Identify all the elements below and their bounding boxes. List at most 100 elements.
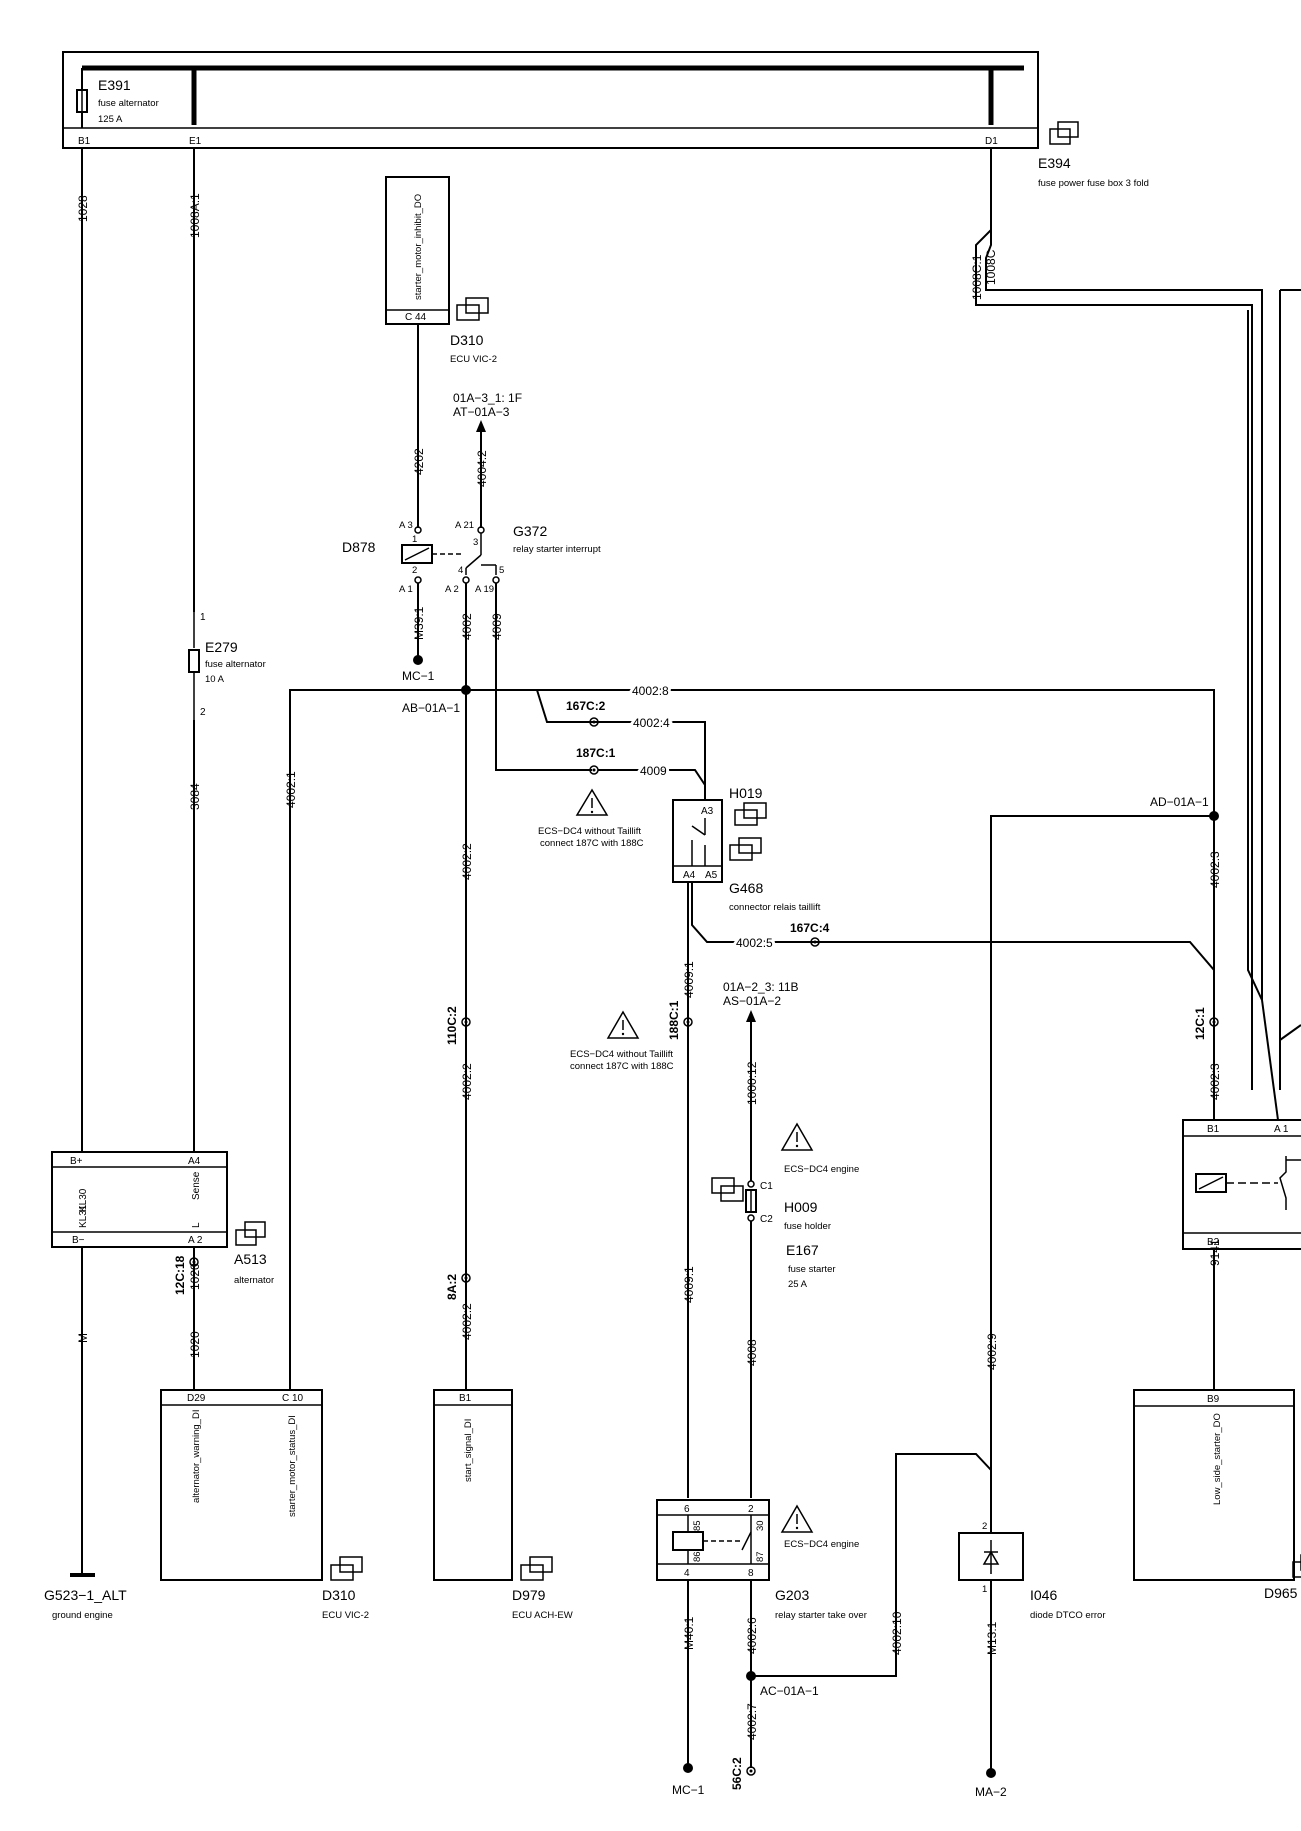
d310-top-ref: D310 <box>450 332 484 348</box>
wire-m: M <box>76 1333 90 1343</box>
terminal-ma2: MA−2 <box>975 1785 1007 1799</box>
wire-4009-1-a: 4009:1 <box>682 961 696 998</box>
connector-187c1: 187C:1 <box>576 746 616 760</box>
wire-4009: 4009 <box>490 613 504 640</box>
d310-top-desc: ECU VIC-2 <box>450 354 497 365</box>
g203-ref: G203 <box>775 1587 809 1603</box>
connector-167c4: 167C:4 <box>790 921 830 935</box>
wire-4002-5: 4002:5 <box>736 936 773 950</box>
d310-bottom-pin-c10: C 10 <box>282 1393 304 1404</box>
wire-4002: 4002 <box>460 613 474 640</box>
node-ac-01a-1-label: AC−01A−1 <box>760 1684 819 1698</box>
fusebox-component-icon <box>1049 121 1079 145</box>
wire-4002-1: 4002:1 <box>284 771 298 808</box>
g372-ref: G372 <box>513 523 547 539</box>
e167-rating: 25 A <box>788 1279 808 1290</box>
d878-ref: D878 <box>342 539 376 555</box>
ecu-d310-bottom: D29 C 10 alternator_warning_DI starter_m… <box>160 1389 323 1581</box>
right-relay-pin-b1: B1 <box>1207 1124 1220 1135</box>
wire-4002-2-c: 4002:2 <box>460 1303 474 1340</box>
g203-pin-2: 2 <box>748 1504 754 1515</box>
relay-g372: A 3 1 2 A 1 A 21 3 4 5 A 2 A 19 <box>399 520 504 595</box>
h009-desc: fuse holder <box>784 1221 831 1232</box>
ecu-d965: B9 Low_side_starter_DO <box>1133 1389 1295 1581</box>
d310-bottom-component-icon <box>330 1556 363 1581</box>
fuse-holder-icon <box>711 1177 744 1202</box>
d965-signal: Low_side_starter_DO <box>1212 1413 1223 1505</box>
h009-pin-c2: C2 <box>760 1214 773 1225</box>
wire-4002-3-a: 4002:3 <box>1208 851 1222 888</box>
wire-1008c: 1008C <box>984 249 998 285</box>
g468-pin-a4: A4 <box>683 870 696 881</box>
e167-ref: E167 <box>786 1242 819 1258</box>
warning-icon <box>780 1504 814 1533</box>
i046-pin1: 1 <box>982 1584 987 1595</box>
wire-m13-1: M13:1 <box>985 1621 999 1655</box>
alternator-a513: B+ A4 KL30 Sense KL31 L B− A 2 <box>51 1151 228 1248</box>
e391-pin-e1: E1 <box>189 136 202 147</box>
g523-ref: G523−1_ALT <box>44 1587 127 1603</box>
fuse-e279: 1 2 E279 fuse alternator 10 A <box>188 612 266 720</box>
d979-ref: D979 <box>512 1587 546 1603</box>
right-relay-pin-a1: A 1 <box>1274 1124 1289 1135</box>
ref2-line1: 01A−2_3: 11B <box>723 980 799 994</box>
e167-desc: fuse starter <box>788 1264 836 1275</box>
g372-pin-1: 1 <box>412 534 417 545</box>
connector-12c1: 12C:1 <box>1193 1007 1207 1040</box>
g372-pin-5: 5 <box>499 565 504 576</box>
a513-pin-a2: A 2 <box>188 1235 203 1246</box>
g468-pin-a5: A5 <box>705 870 718 881</box>
connector-g468: A3 A4 A5 <box>672 799 723 883</box>
d979-pin: B1 <box>459 1393 472 1404</box>
fuse-box-e391: E391 fuse alternator 125 A B1 E1 D1 <box>62 51 1039 149</box>
g468-pin-a3: A3 <box>701 806 714 817</box>
d310-bottom-desc: ECU VIC-2 <box>322 1610 369 1621</box>
g372-pin-a2: A 2 <box>445 584 459 595</box>
h009-ref: H009 <box>784 1199 818 1215</box>
wire-4004-2: 4004:2 <box>475 450 489 487</box>
ground-terminal-mc1-top <box>413 655 423 665</box>
node-ab-01a-1-label: AB−01A−1 <box>402 701 460 715</box>
g372-pin-a3: A 3 <box>399 520 413 531</box>
ecu-d310-top: starter_motor_inhibit_DO C 44 <box>385 176 450 325</box>
d310-bottom-sig1: alternator_warning_DI <box>191 1410 202 1503</box>
a513-desc: alternator <box>234 1275 274 1286</box>
g203-desc: relay starter take over <box>775 1610 867 1621</box>
wire-4002-7: 4002:7 <box>745 1703 759 1740</box>
a513-ref: A513 <box>234 1251 267 1267</box>
connector-110c2: 110C:2 <box>445 1006 459 1045</box>
wire-4009-b: 4009 <box>640 764 667 778</box>
i046-pin2: 2 <box>982 1521 987 1532</box>
wire-1000-12: 1000:12 <box>745 1061 759 1105</box>
a513-pin-bplus: B+ <box>70 1156 83 1167</box>
g468-ref: G468 <box>729 880 763 896</box>
d310-bottom-pin-d29: D29 <box>187 1393 206 1404</box>
wire-4002-9: 4002:9 <box>985 1333 999 1370</box>
g468-desc: connector relais taillift <box>729 902 821 913</box>
g523-desc: ground engine <box>52 1610 113 1621</box>
ref1-arrow-icon <box>476 420 486 432</box>
warning-icon <box>606 1010 640 1039</box>
wire-4202: 4202 <box>412 448 426 475</box>
d979-signal: start_signal_DI <box>463 1419 474 1482</box>
a513-pin-bminus: B− <box>72 1235 85 1246</box>
e279-desc: fuse alternator <box>205 659 266 670</box>
note-taillift-1-l2: connect 187C with 188C <box>540 838 644 849</box>
d965-component-icon <box>1292 1554 1301 1578</box>
h019-component-icon <box>729 802 767 861</box>
g203-pin-30: 30 <box>755 1520 766 1531</box>
terminal-mc1-top: MC−1 <box>402 669 435 683</box>
note-taillift-2-l2: connect 187C with 188C <box>570 1061 674 1072</box>
wire-3084: 3084 <box>188 783 202 810</box>
ground-terminal-mc1-bottom <box>683 1763 693 1773</box>
terminal-mc1-bottom: MC−1 <box>672 1783 705 1797</box>
ref1-line2: AT−01A−3 <box>453 405 510 419</box>
e394-ref: E394 <box>1038 155 1071 171</box>
d310-top-pin: C 44 <box>405 312 427 323</box>
g372-pin-a1: A 1 <box>399 584 413 595</box>
right-relay-pin-b2: B2 <box>1207 1237 1220 1248</box>
ref2-arrow-icon <box>746 1010 756 1022</box>
wire-4009-1-b: 4009:1 <box>682 1266 696 1303</box>
a513-l: L <box>191 1222 202 1228</box>
